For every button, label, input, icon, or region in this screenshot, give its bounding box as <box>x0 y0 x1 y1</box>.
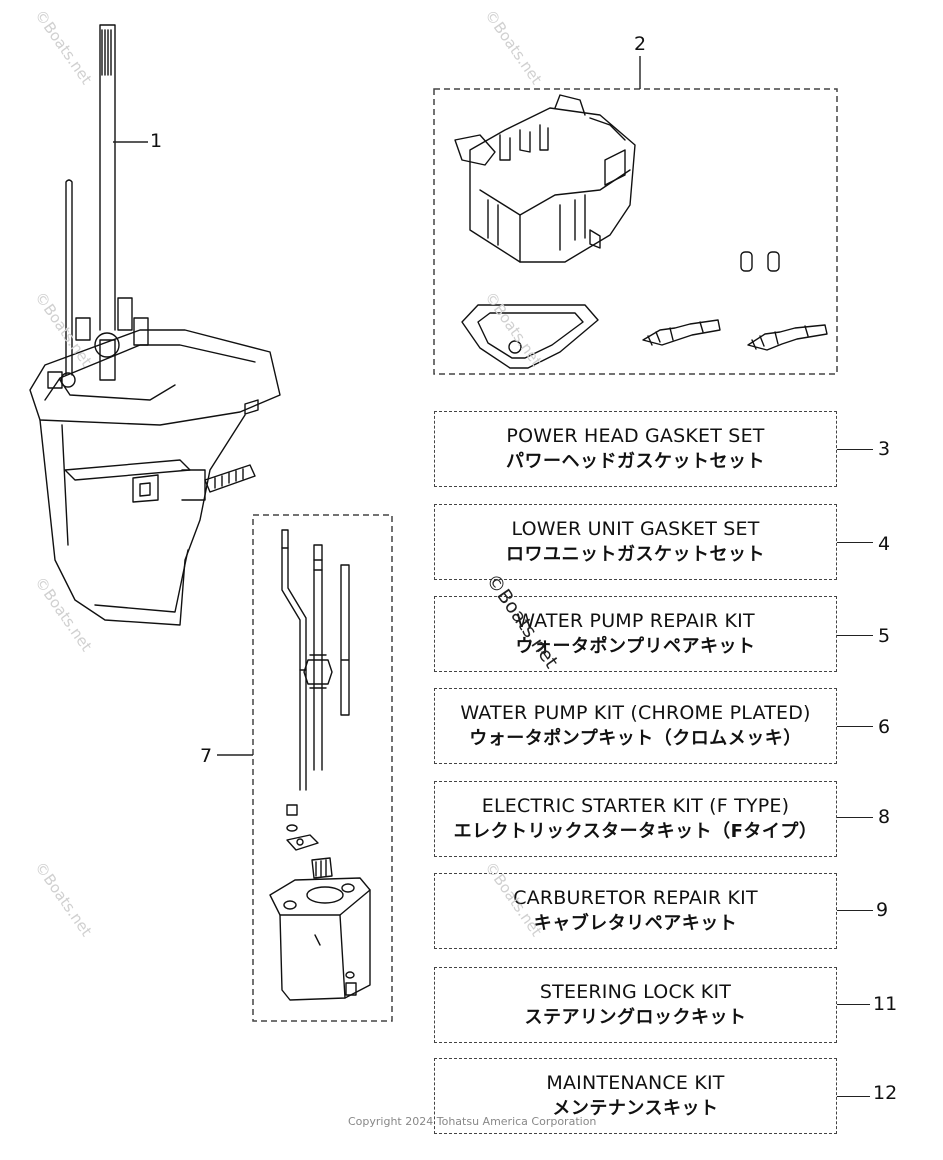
kit-name-jp: ウォータポンプキット（クロムメッキ） <box>469 728 802 749</box>
leader-8 <box>837 817 873 818</box>
power-head-drawing <box>454 94 828 369</box>
callout-4: 4 <box>878 533 891 555</box>
kit-name-jp: ウォータポンプリペアキット <box>515 636 756 657</box>
callout-12: 12 <box>873 1082 898 1104</box>
callout-2: 2 <box>634 33 647 55</box>
kit-electric-starter-kit[interactable]: ELECTRIC STARTER KIT (F TYPE) エレクトリックスター… <box>434 781 837 857</box>
kit-name-jp: メンテナンスキット <box>552 1098 719 1119</box>
water-pump-shaft-drawing <box>269 529 371 1001</box>
callout-3: 3 <box>878 438 891 460</box>
leader-4 <box>837 542 873 543</box>
callout-9: 9 <box>876 899 889 921</box>
callout-1: 1 <box>150 130 163 152</box>
callout-11: 11 <box>873 993 898 1015</box>
kit-name-en: LOWER UNIT GASKET SET <box>511 518 760 540</box>
leader-6 <box>837 726 873 727</box>
kit-name-jp: ロワユニットガスケットセット <box>506 544 765 565</box>
kit-name-en: POWER HEAD GASKET SET <box>506 425 765 447</box>
kit-carburetor-repair-kit[interactable]: CARBURETOR REPAIR KIT キャブレタリペアキット <box>434 873 837 949</box>
kit-7-frame <box>252 514 393 1022</box>
kit-name-en: WATER PUMP REPAIR KIT <box>516 610 755 632</box>
kit-maintenance-kit[interactable]: MAINTENANCE KIT メンテナンスキット <box>434 1058 837 1134</box>
callout-8: 8 <box>878 806 891 828</box>
kit-name-en: STEERING LOCK KIT <box>539 981 732 1003</box>
leader-11 <box>837 1004 870 1005</box>
kit-water-pump-kit-chrome[interactable]: WATER PUMP KIT (CHROME PLATED) ウォータポンプキッ… <box>434 688 837 764</box>
kit-name-en: CARBURETOR REPAIR KIT <box>513 887 758 909</box>
kit-name-jp: ステアリングロックキット <box>524 1007 747 1028</box>
kit-name-jp: キャブレタリペアキット <box>533 913 738 934</box>
callout-7: 7 <box>200 745 213 767</box>
lower-unit-drawing <box>29 24 281 626</box>
kit-2-frame <box>433 88 838 375</box>
kit-water-pump-repair-kit[interactable]: WATER PUMP REPAIR KIT ウォータポンプリペアキット <box>434 596 837 672</box>
kit-steering-lock-kit[interactable]: STEERING LOCK KIT ステアリングロックキット <box>434 967 837 1043</box>
leader-5 <box>837 635 873 636</box>
callout-6: 6 <box>878 716 891 738</box>
kit-name-en: WATER PUMP KIT (CHROME PLATED) <box>460 702 811 724</box>
kit-name-jp: パワーヘッドガスケットセット <box>506 451 765 472</box>
copyright-notice: Copyright 2024 Tohatsu America Corporati… <box>348 1115 597 1128</box>
kit-lower-unit-gasket-set[interactable]: LOWER UNIT GASKET SET ロワユニットガスケットセット <box>434 504 837 580</box>
leader-3 <box>837 449 873 450</box>
kit-power-head-gasket-set[interactable]: POWER HEAD GASKET SET パワーヘッドガスケットセット <box>434 411 837 487</box>
leader-12 <box>837 1096 870 1097</box>
kit-name-en: ELECTRIC STARTER KIT (F TYPE) <box>481 795 790 817</box>
callout-5: 5 <box>878 625 891 647</box>
kit-name-en: MAINTENANCE KIT <box>546 1072 725 1094</box>
kit-name-jp: エレクトリックスタータキット（Fタイプ） <box>453 821 818 842</box>
leader-9 <box>837 910 873 911</box>
